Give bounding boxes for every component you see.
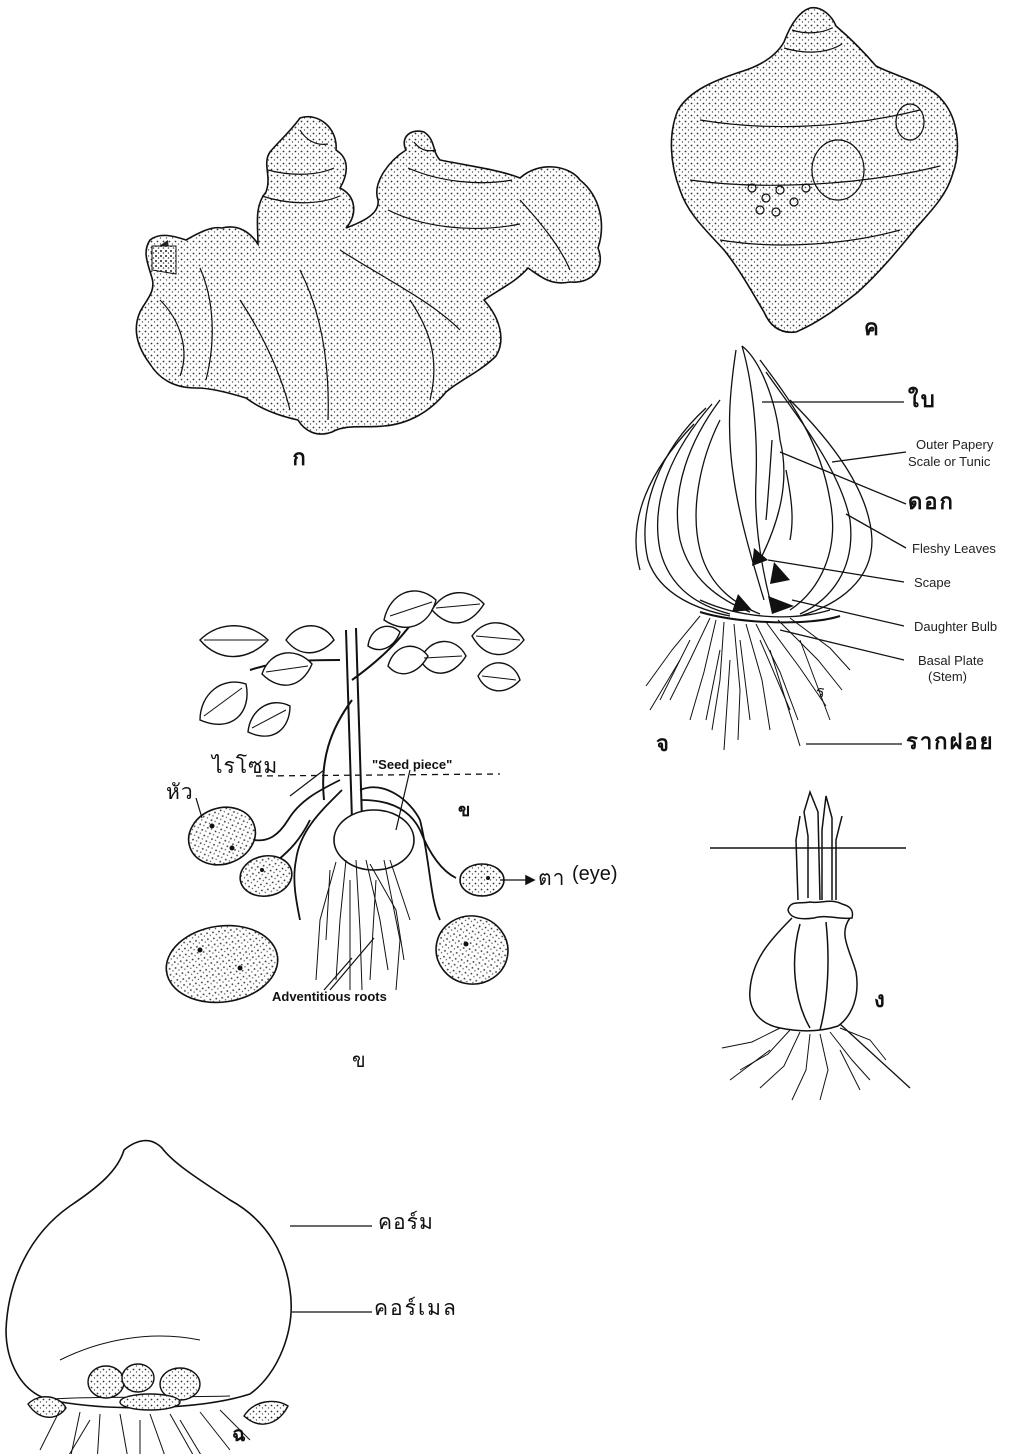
label-adventitious-roots: Adventitious roots	[272, 990, 387, 1003]
figure-label-f: ฉ	[232, 1424, 246, 1444]
label-root-mark: ร	[816, 684, 825, 700]
label-outer-scale-1: Outer Papery	[916, 438, 993, 451]
figure-label-c: ค	[864, 318, 879, 340]
label-daughter-bulb: Daughter Bulb	[914, 620, 997, 633]
label-rhizome: ไรโซม	[212, 756, 278, 777]
ginger-rhizome-drawing	[136, 117, 601, 434]
figure-label-e: จ	[656, 734, 669, 756]
figure-label-d: ง	[874, 990, 885, 1012]
label-corm: คอร์ม	[378, 1212, 434, 1233]
onion-bulb-section-drawing	[636, 346, 906, 750]
figure-inner-label-b: ข	[458, 802, 470, 820]
label-fleshy-leaves: Fleshy Leaves	[912, 542, 996, 555]
hyacinth-bulb-drawing	[710, 792, 910, 1100]
tuber-top-drawing	[671, 8, 957, 333]
corm-drawing	[6, 1141, 372, 1454]
label-seed-piece: "Seed piece"	[372, 758, 452, 771]
label-eye-thai: ตา	[538, 868, 565, 889]
potato-plant-drawing	[161, 591, 534, 1009]
label-basal-plate-2: (Stem)	[928, 670, 967, 683]
label-scape: Scape	[914, 576, 951, 589]
label-outer-scale-2: Scale or Tunic	[908, 455, 990, 468]
label-basal-plate-1: Basal Plate	[918, 654, 984, 667]
label-leaf: ใบ	[908, 390, 937, 412]
figure-label-a: ก	[284, 448, 314, 470]
label-eye-en: (eye)	[572, 864, 618, 884]
figure-label-b: ข	[352, 1050, 366, 1070]
label-cormel: คอร์เมล	[374, 1298, 458, 1319]
label-fibrous-roots: รากฝอย	[906, 732, 994, 754]
label-tuber: หัว	[166, 782, 194, 803]
label-flower: ดอก	[908, 492, 955, 514]
